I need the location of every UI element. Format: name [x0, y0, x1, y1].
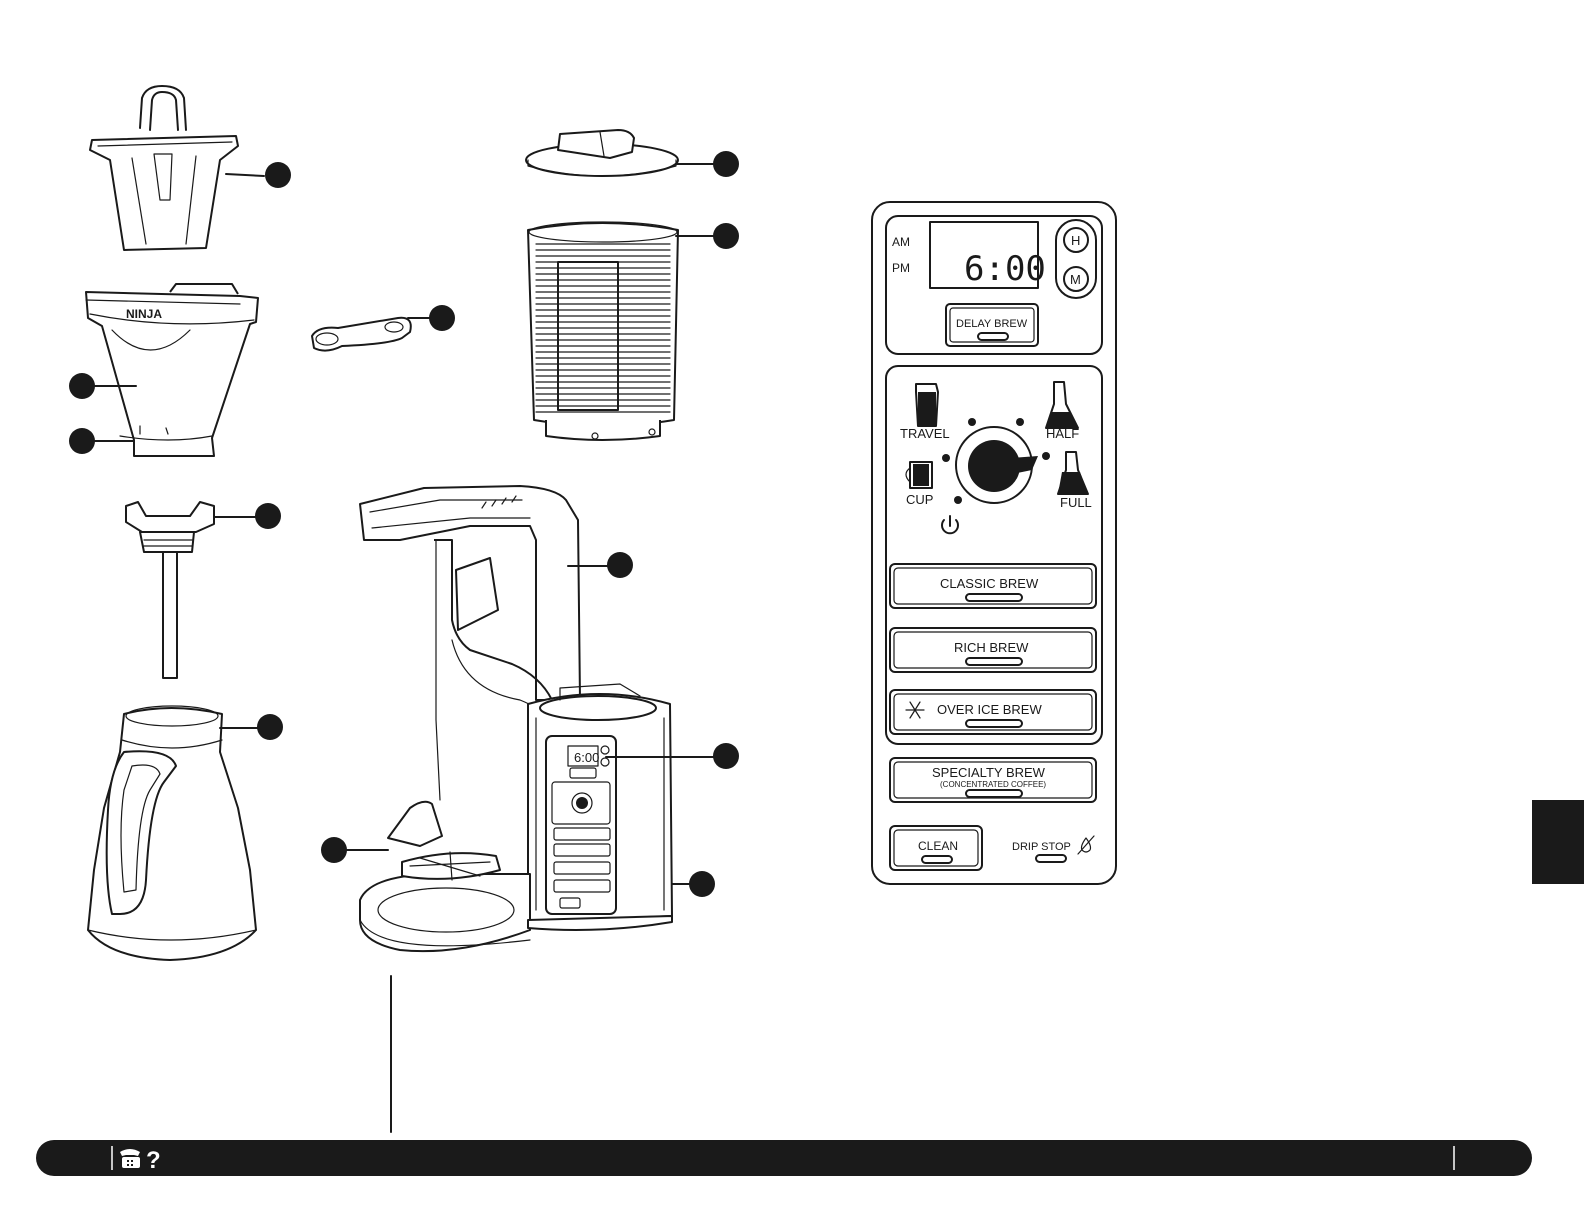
phone-icon: [120, 1149, 140, 1168]
callout-marker: [69, 373, 95, 399]
section-tab: [1532, 800, 1584, 884]
am-label: AM: [892, 235, 910, 249]
callout-marker: [265, 162, 291, 188]
control-panel: AM PM 6:00 H M DELAY BREW TRAVEL HALF CU…: [872, 202, 1116, 884]
footer-bar: ?: [36, 1140, 1532, 1176]
tumbler-illustration: [528, 222, 678, 440]
callout-marker: [69, 428, 95, 454]
drip-stop-indicator[interactable]: [1036, 855, 1066, 862]
delay-brew-label: DELAY BREW: [956, 318, 1028, 330]
callout-marker: [257, 714, 283, 740]
brew-basket-illustration: NINJA: [86, 284, 258, 456]
callout-marker: [713, 743, 739, 769]
thermal-carafe-illustration: [88, 706, 256, 960]
classic-brew-label: CLASSIC BREW: [940, 576, 1039, 591]
callout-marker: [255, 503, 281, 529]
clock-time: 6:00: [964, 249, 1046, 289]
half-label: HALF: [1046, 426, 1079, 441]
specialty-brew-sublabel: (CONCENTRATED COFFEE): [940, 780, 1046, 789]
tumbler-lid-illustration: [526, 130, 678, 176]
callout-marker: [713, 223, 739, 249]
callout-marker: [607, 552, 633, 578]
minute-button-label: M: [1070, 272, 1081, 287]
travel-label: TRAVEL: [900, 426, 950, 441]
question-mark-icon: ?: [146, 1147, 161, 1174]
scoop-illustration: [312, 318, 411, 351]
brew-through-lid-illustration: [126, 502, 214, 678]
callout-marker: [429, 305, 455, 331]
rich-brew-label: RICH BREW: [954, 640, 1029, 655]
callout-marker: [689, 871, 715, 897]
cup-label: CUP: [906, 492, 933, 507]
clean-label: CLEAN: [918, 839, 958, 853]
hour-button-label: H: [1071, 233, 1080, 248]
full-label: FULL: [1060, 495, 1092, 510]
callout-marker: [713, 151, 739, 177]
specialty-brew-label: SPECIALTY BREW: [932, 765, 1046, 780]
filter-basket-illustration: [90, 86, 238, 250]
callout-marker: [321, 837, 347, 863]
drip-stop-label: DRIP STOP: [1012, 841, 1071, 853]
brand-mark: NINJA: [126, 307, 162, 321]
over-ice-brew-label: OVER ICE BREW: [937, 702, 1042, 717]
pm-label: PM: [892, 261, 910, 275]
svg-text:6:00: 6:00: [574, 750, 599, 765]
